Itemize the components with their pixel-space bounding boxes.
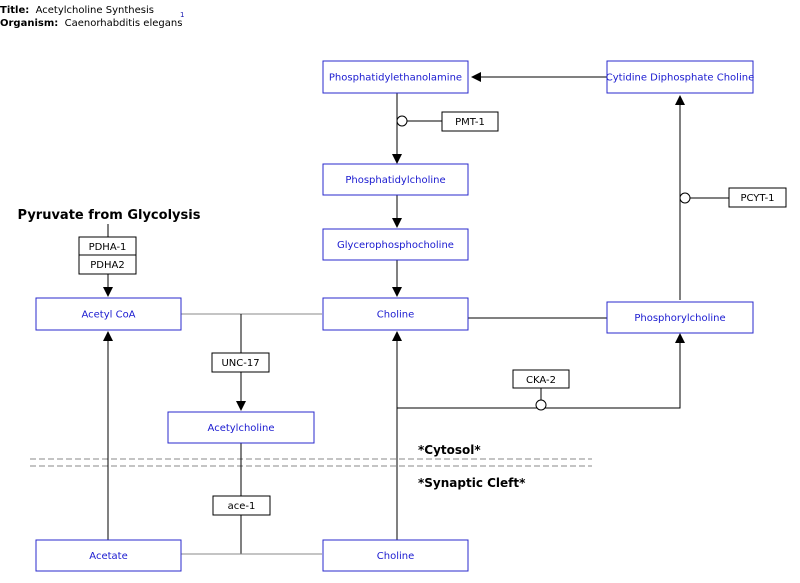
enzyme-label: PDHA-1 bbox=[89, 242, 127, 253]
catalysis-cka2-circle bbox=[535, 399, 547, 411]
edge-choline-to-pcho bbox=[397, 333, 685, 409]
enzyme-label: PCYT-1 bbox=[740, 193, 774, 204]
enzyme-unc17[interactable]: UNC-17 bbox=[211, 352, 270, 373]
organism-label: Organism: bbox=[0, 18, 59, 29]
catalysis-pmt1-circle bbox=[396, 115, 408, 127]
node-cdp-choline[interactable]: Cytidine Diphosphate Choline bbox=[606, 60, 754, 94]
pyruvate-label: Pyruvate from Glycolysis bbox=[18, 208, 201, 223]
catalysis-pcyt1-circle bbox=[679, 192, 691, 204]
node-label: Phosphorylcholine bbox=[634, 313, 725, 324]
enzyme-cka2[interactable]: CKA-2 bbox=[512, 369, 570, 389]
node-glycerophosphocholine[interactable]: Glycerophosphocholine bbox=[322, 228, 469, 261]
enzyme-label: PDHA2 bbox=[90, 260, 124, 271]
enzyme-pcyt1[interactable]: PCYT-1 bbox=[728, 187, 787, 208]
title-line: Title: Acetylcholine Synthesis bbox=[0, 4, 182, 17]
node-label: Phosphatidylethanolamine bbox=[329, 73, 462, 84]
synaptic-cleft-label: *Synaptic Cleft* bbox=[418, 476, 526, 490]
enzyme-pdha1[interactable]: PDHA-1 bbox=[78, 236, 137, 256]
enzyme-label: ace-1 bbox=[228, 501, 256, 512]
organism-line: Organism: Caenorhabditis elegans bbox=[0, 17, 182, 30]
enzyme-label: UNC-17 bbox=[221, 358, 259, 369]
node-choline-cleft[interactable]: Choline bbox=[322, 539, 469, 572]
node-acetylcholine[interactable]: Acetylcholine bbox=[167, 411, 315, 444]
title-superscript: 1 bbox=[180, 11, 185, 19]
node-label: Glycerophosphocholine bbox=[337, 240, 454, 251]
node-acetyl-coa[interactable]: Acetyl CoA bbox=[35, 297, 182, 331]
title-label: Title: bbox=[0, 5, 30, 16]
pathway-title: Acetylcholine Synthesis bbox=[35, 5, 154, 16]
node-label: Choline bbox=[377, 310, 415, 321]
node-label: Acetylcholine bbox=[208, 423, 275, 434]
node-phosphatidylethanolamine[interactable]: Phosphatidylethanolamine bbox=[322, 60, 469, 94]
node-acetate[interactable]: Acetate bbox=[35, 539, 182, 572]
enzyme-pdha2[interactable]: PDHA2 bbox=[78, 254, 137, 275]
enzyme-label: PMT-1 bbox=[455, 117, 485, 128]
node-phosphatidylcholine[interactable]: Phosphatidylcholine bbox=[322, 163, 469, 196]
node-label: Acetate bbox=[89, 551, 127, 562]
enzyme-pmt1[interactable]: PMT-1 bbox=[441, 111, 499, 132]
cytosol-label: *Cytosol* bbox=[418, 443, 481, 457]
header: Title: Acetylcholine Synthesis Organism:… bbox=[0, 4, 185, 30]
node-label: Phosphatidylcholine bbox=[345, 175, 445, 186]
node-label: Acetyl CoA bbox=[81, 310, 135, 321]
node-phosphorylcholine[interactable]: Phosphorylcholine bbox=[606, 301, 754, 334]
organism-name: Caenorhabditis elegans bbox=[64, 18, 183, 29]
enzyme-label: CKA-2 bbox=[526, 375, 556, 386]
node-label: Choline bbox=[377, 551, 415, 562]
node-choline-cytosol[interactable]: Choline bbox=[322, 297, 469, 331]
enzyme-ace1[interactable]: ace-1 bbox=[212, 495, 271, 516]
node-label: Cytidine Diphosphate Choline bbox=[606, 73, 754, 84]
